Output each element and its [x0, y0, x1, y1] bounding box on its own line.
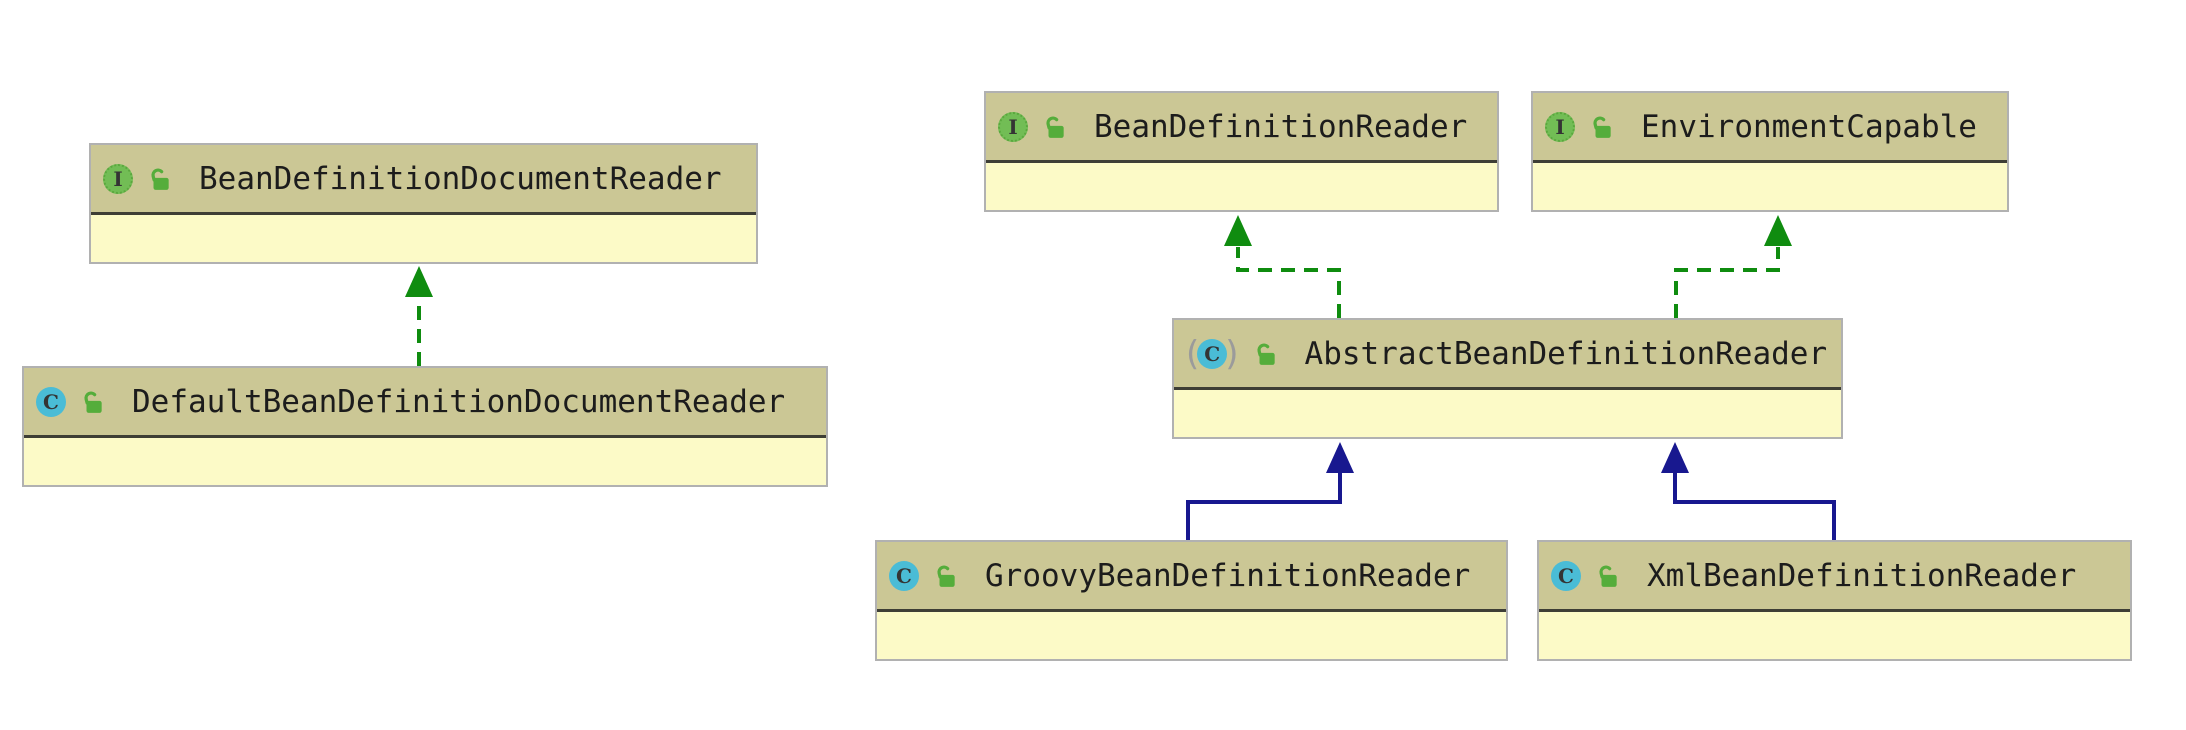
public-open-lock-icon: [1595, 563, 1621, 589]
class-box-body: [24, 438, 826, 485]
class-box-header[interactable]: C GroovyBeanDefinitionReader: [877, 542, 1506, 612]
interface-icon: I: [103, 163, 133, 194]
public-open-lock-icon: [80, 389, 106, 415]
class-name-label: BeanDefinitionDocumentReader: [199, 160, 722, 197]
interface-icon: I: [1545, 111, 1575, 142]
class-box-header[interactable]: C XmlBeanDefinitionReader: [1539, 542, 2130, 612]
class-box-header[interactable]: C DefaultBeanDefinitionDocumentReader: [24, 368, 826, 438]
class-icon: C: [1551, 560, 1581, 591]
edge-extends-xmlbeandefinitionreader-abstractbeandefinitionreader[interactable]: [1661, 442, 1836, 540]
class-box-body: [877, 612, 1506, 659]
abstract-class-icon: ( C ): [1186, 333, 1239, 374]
class-box-defaultbeandefinitiondocumentreader[interactable]: C DefaultBeanDefinitionDocumentReader: [22, 366, 828, 487]
class-box-beandefinitiondocumentreader[interactable]: I BeanDefinitionDocumentReader: [89, 143, 758, 264]
edge-implements-defaultbeandefinitiondocumentreader-beandefinitiondocumentreader[interactable]: [405, 266, 433, 366]
edge-implements-abstractbeandefinitionreader-beandefinitionreader[interactable]: [1224, 215, 1341, 318]
class-name-label: AbstractBeanDefinitionReader: [1304, 335, 1828, 372]
class-box-header[interactable]: I BeanDefinitionReader: [986, 93, 1497, 163]
class-name-label: DefaultBeanDefinitionDocumentReader: [132, 383, 786, 420]
edge-implements-abstractbeandefinitionreader-environmentcapable[interactable]: [1674, 215, 1792, 318]
class-icon: C: [889, 560, 919, 591]
class-name-label: BeanDefinitionReader: [1094, 108, 1468, 145]
public-open-lock-icon: [1042, 114, 1068, 140]
class-box-header[interactable]: I EnvironmentCapable: [1533, 93, 2007, 163]
class-box-header[interactable]: I BeanDefinitionDocumentReader: [91, 145, 756, 215]
class-box-body: [1539, 612, 2130, 659]
class-box-body: [1533, 163, 2007, 210]
class-box-xmlbeandefinitionreader[interactable]: C XmlBeanDefinitionReader: [1537, 540, 2132, 661]
class-box-header[interactable]: ( C ) AbstractBeanDefinitionReader: [1174, 320, 1841, 390]
class-box-body: [986, 163, 1497, 210]
class-name-label: GroovyBeanDefinitionReader: [985, 557, 1471, 594]
class-icon: C: [1197, 338, 1228, 369]
public-open-lock-icon: [1253, 341, 1279, 367]
class-box-abstractbeandefinitionreader[interactable]: ( C ) AbstractBeanDefinitionReader: [1172, 318, 1843, 439]
class-name-label: XmlBeanDefinitionReader: [1647, 557, 2077, 594]
edge-extends-groovybeandefinitionreader-abstractbeandefinitionreader[interactable]: [1186, 442, 1354, 540]
class-name-label: EnvironmentCapable: [1641, 108, 1977, 145]
public-open-lock-icon: [1589, 114, 1615, 140]
class-box-body: [1174, 390, 1841, 437]
abstract-paren-left: (: [1186, 333, 1200, 374]
class-box-beandefinitionreader[interactable]: I BeanDefinitionReader: [984, 91, 1499, 212]
class-box-body: [91, 215, 756, 262]
abstract-paren-right: ): [1225, 333, 1239, 374]
class-box-groovybeandefinitionreader[interactable]: C GroovyBeanDefinitionReader: [875, 540, 1508, 661]
class-box-environmentcapable[interactable]: I EnvironmentCapable: [1531, 91, 2009, 212]
public-open-lock-icon: [933, 563, 959, 589]
interface-icon: I: [998, 111, 1028, 142]
class-icon: C: [36, 386, 66, 417]
public-open-lock-icon: [147, 166, 173, 192]
